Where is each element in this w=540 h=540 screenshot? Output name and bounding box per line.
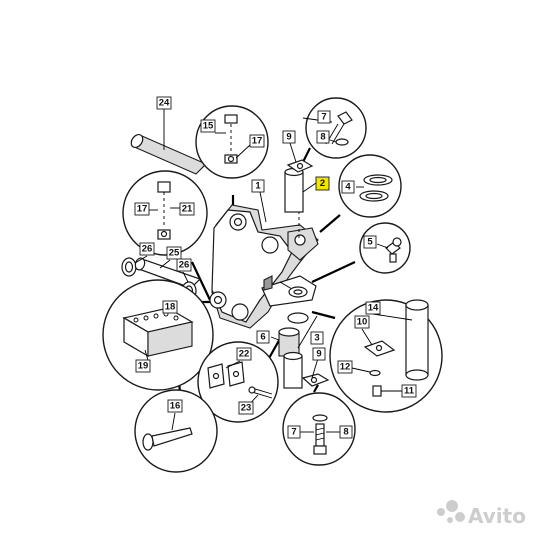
callout-1-text: 1 [255, 181, 261, 192]
callout-15-text: 15 [203, 121, 214, 132]
callout-12[interactable]: 12 [337, 360, 353, 374]
callout-14[interactable]: 14 [365, 301, 381, 315]
callout-12-text: 12 [340, 362, 351, 373]
callout-7b-text: 7 [291, 427, 296, 438]
callout-10-text: 10 [357, 317, 368, 328]
callout-11[interactable]: 11 [401, 384, 417, 398]
callout-1[interactable]: 1 [251, 179, 265, 193]
callout-16[interactable]: 16 [167, 399, 183, 413]
detail-bubble-block-18-19 [102, 279, 214, 391]
callout-7a[interactable]: 7 [317, 110, 331, 124]
detail-bubble-bolt-7-8-top [305, 97, 367, 159]
callout-22-text: 22 [239, 349, 250, 360]
callout-18[interactable]: 18 [162, 300, 178, 314]
callout-17a-text: 17 [252, 136, 263, 147]
callout-17b-text: 17 [137, 204, 148, 215]
callout-19[interactable]: 19 [135, 359, 151, 373]
callout-26a-text: 26 [142, 244, 153, 255]
callout-8a-text: 8 [320, 132, 325, 143]
detail-bubble-grease-nipple-5 [359, 222, 411, 274]
callout-19-text: 19 [138, 361, 149, 372]
bushing-part-6 [278, 327, 300, 357]
bushing-part-1 [284, 167, 304, 213]
callout-5-text: 5 [367, 237, 373, 248]
callout-23[interactable]: 23 [238, 401, 254, 415]
callout-24-text: 24 [159, 98, 170, 109]
callout-17a[interactable]: 17 [249, 134, 265, 148]
callout-26a[interactable]: 26 [139, 242, 155, 256]
plate-part-9-lower [301, 373, 330, 387]
callout-3-text: 3 [314, 333, 319, 344]
callout-5[interactable]: 5 [363, 235, 377, 249]
detail-bubble-washers-4 [338, 154, 402, 218]
callout-8b[interactable]: 8 [339, 425, 353, 439]
callout-7a-text: 7 [321, 112, 326, 123]
callout-9a[interactable]: 9 [282, 130, 296, 144]
callout-4-text: 4 [345, 182, 351, 193]
detail-bubble-bolt-7-8-bottom [282, 392, 356, 466]
callout-2[interactable]: 2 [315, 176, 330, 191]
callout-4[interactable]: 4 [341, 180, 355, 194]
callout-23-text: 23 [241, 403, 252, 414]
watermark: Avito [437, 500, 526, 528]
watermark-text: Avito [468, 504, 526, 528]
callout-24[interactable]: 24 [156, 96, 172, 110]
callout-11-text: 11 [404, 386, 415, 397]
callout-10[interactable]: 10 [354, 315, 370, 329]
callout-6[interactable]: 6 [256, 330, 270, 344]
detail-bubble-clamp-22-23 [197, 341, 279, 423]
callout-21-text: 21 [182, 204, 193, 215]
callout-8a[interactable]: 8 [316, 130, 330, 144]
callout-25-text: 25 [169, 248, 180, 259]
washer-stack [287, 286, 309, 324]
detail-bubble-bolt-17-21 [122, 170, 208, 256]
callout-26b-text: 26 [179, 260, 190, 271]
avito-logo-icon [437, 500, 465, 523]
callout-8b-text: 8 [343, 427, 348, 438]
detail-bubble-pin-14-group [329, 299, 443, 413]
callout-21[interactable]: 21 [179, 202, 195, 216]
detail-bubble-pin-16 [134, 389, 218, 473]
plate-part-9-top [286, 159, 314, 173]
callout-25[interactable]: 25 [166, 246, 182, 260]
callout-9b-text: 9 [316, 349, 321, 360]
callout-17b[interactable]: 17 [134, 202, 150, 216]
callout-9a-text: 9 [286, 132, 291, 143]
callout-9b[interactable]: 9 [312, 347, 326, 361]
callout-16-text: 16 [170, 401, 181, 412]
callout-22[interactable]: 22 [236, 347, 252, 361]
callout-3[interactable]: 3 [310, 331, 324, 345]
callout-26b[interactable]: 26 [176, 258, 192, 272]
washer-part-26a [121, 257, 137, 277]
callout-18-text: 18 [165, 302, 176, 313]
pin-part-24 [130, 133, 207, 175]
main-bracket [209, 204, 319, 329]
sleeve-part-3 [283, 351, 303, 389]
callout-6-text: 6 [260, 332, 265, 343]
callout-15[interactable]: 15 [200, 119, 216, 133]
callout-14-text: 14 [368, 303, 379, 314]
callout-7b[interactable]: 7 [287, 425, 301, 439]
callout-2-text: 2 [320, 178, 325, 189]
